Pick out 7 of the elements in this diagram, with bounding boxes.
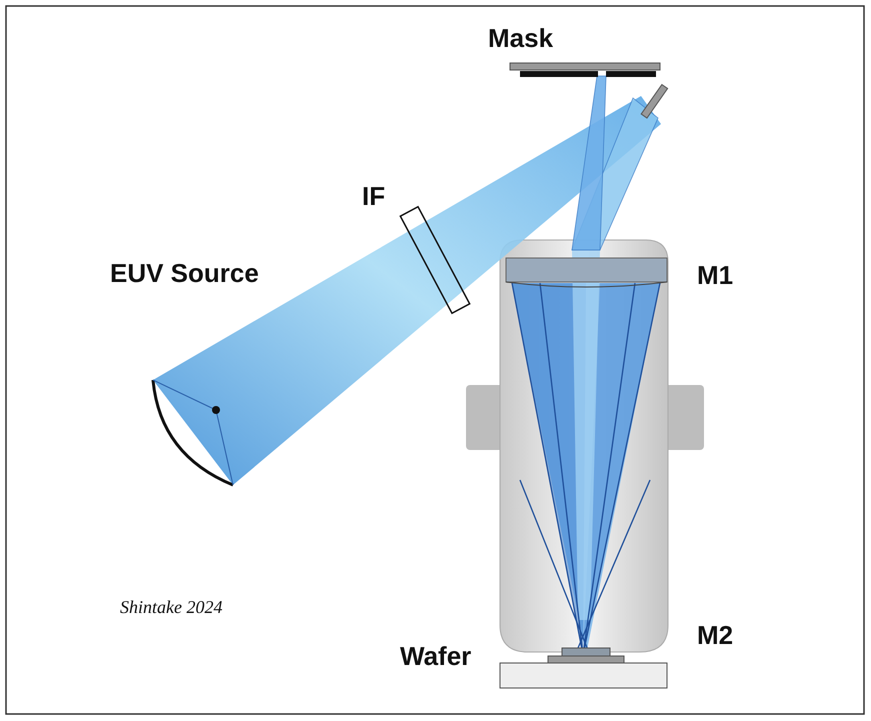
part-label: Wafer [400,643,472,669]
part-label: Mask [488,25,554,51]
part-label: M1 [697,262,734,288]
part-label: IF [362,183,386,209]
part-label: M2 [697,622,734,648]
credit-note: Shintake 2024 [120,598,222,616]
part-label: EUV Source [110,260,259,286]
